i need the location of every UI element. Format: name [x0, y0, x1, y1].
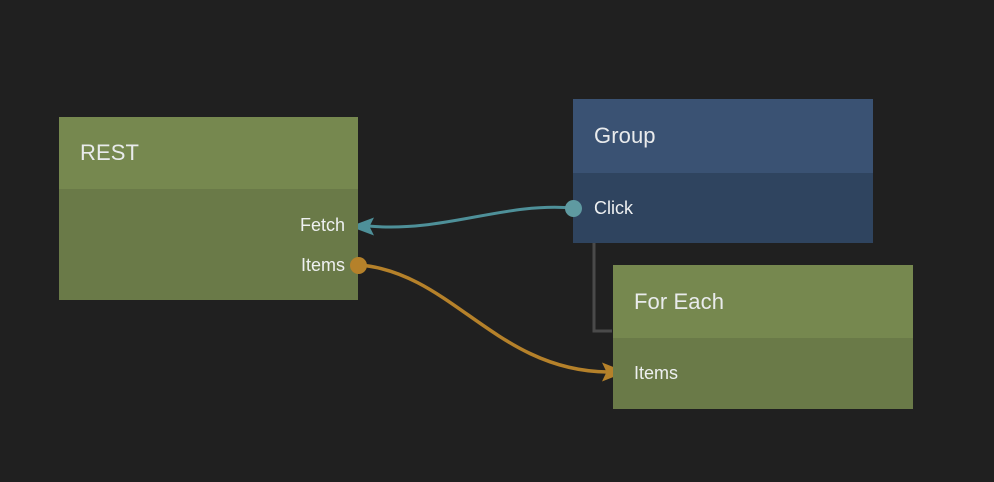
port-foreach-items-label: Items — [634, 363, 679, 383]
node-rest-title: REST — [80, 140, 140, 165]
containment-bracket — [592, 243, 612, 333]
node-group-body: Click — [573, 173, 873, 243]
edge-items-to-items[interactable] — [358, 263, 610, 374]
port-rest-items[interactable]: Items — [301, 253, 345, 277]
port-rest-fetch[interactable]: Fetch — [300, 213, 345, 237]
port-group-click[interactable]: Click — [594, 196, 633, 220]
port-rest-items-label: Items — [300, 255, 345, 275]
node-foreach-body: Items — [613, 338, 913, 409]
node-group[interactable]: Group Click — [573, 99, 873, 243]
node-foreach[interactable]: For Each Items — [613, 265, 913, 409]
node-group-title: Group — [594, 123, 656, 148]
node-rest-body: Fetch Items — [59, 189, 358, 300]
node-group-header[interactable]: Group — [573, 99, 873, 173]
edge-click-to-fetch[interactable] — [366, 205, 575, 229]
node-rest[interactable]: REST Fetch Items — [59, 117, 358, 300]
port-group-click-label: Click — [594, 198, 633, 218]
port-rest-fetch-label: Fetch — [299, 215, 345, 235]
node-rest-header[interactable]: REST — [59, 117, 358, 189]
node-foreach-header[interactable]: For Each — [613, 265, 913, 338]
node-foreach-title: For Each — [634, 288, 725, 314]
port-foreach-items[interactable]: Items — [634, 361, 678, 385]
